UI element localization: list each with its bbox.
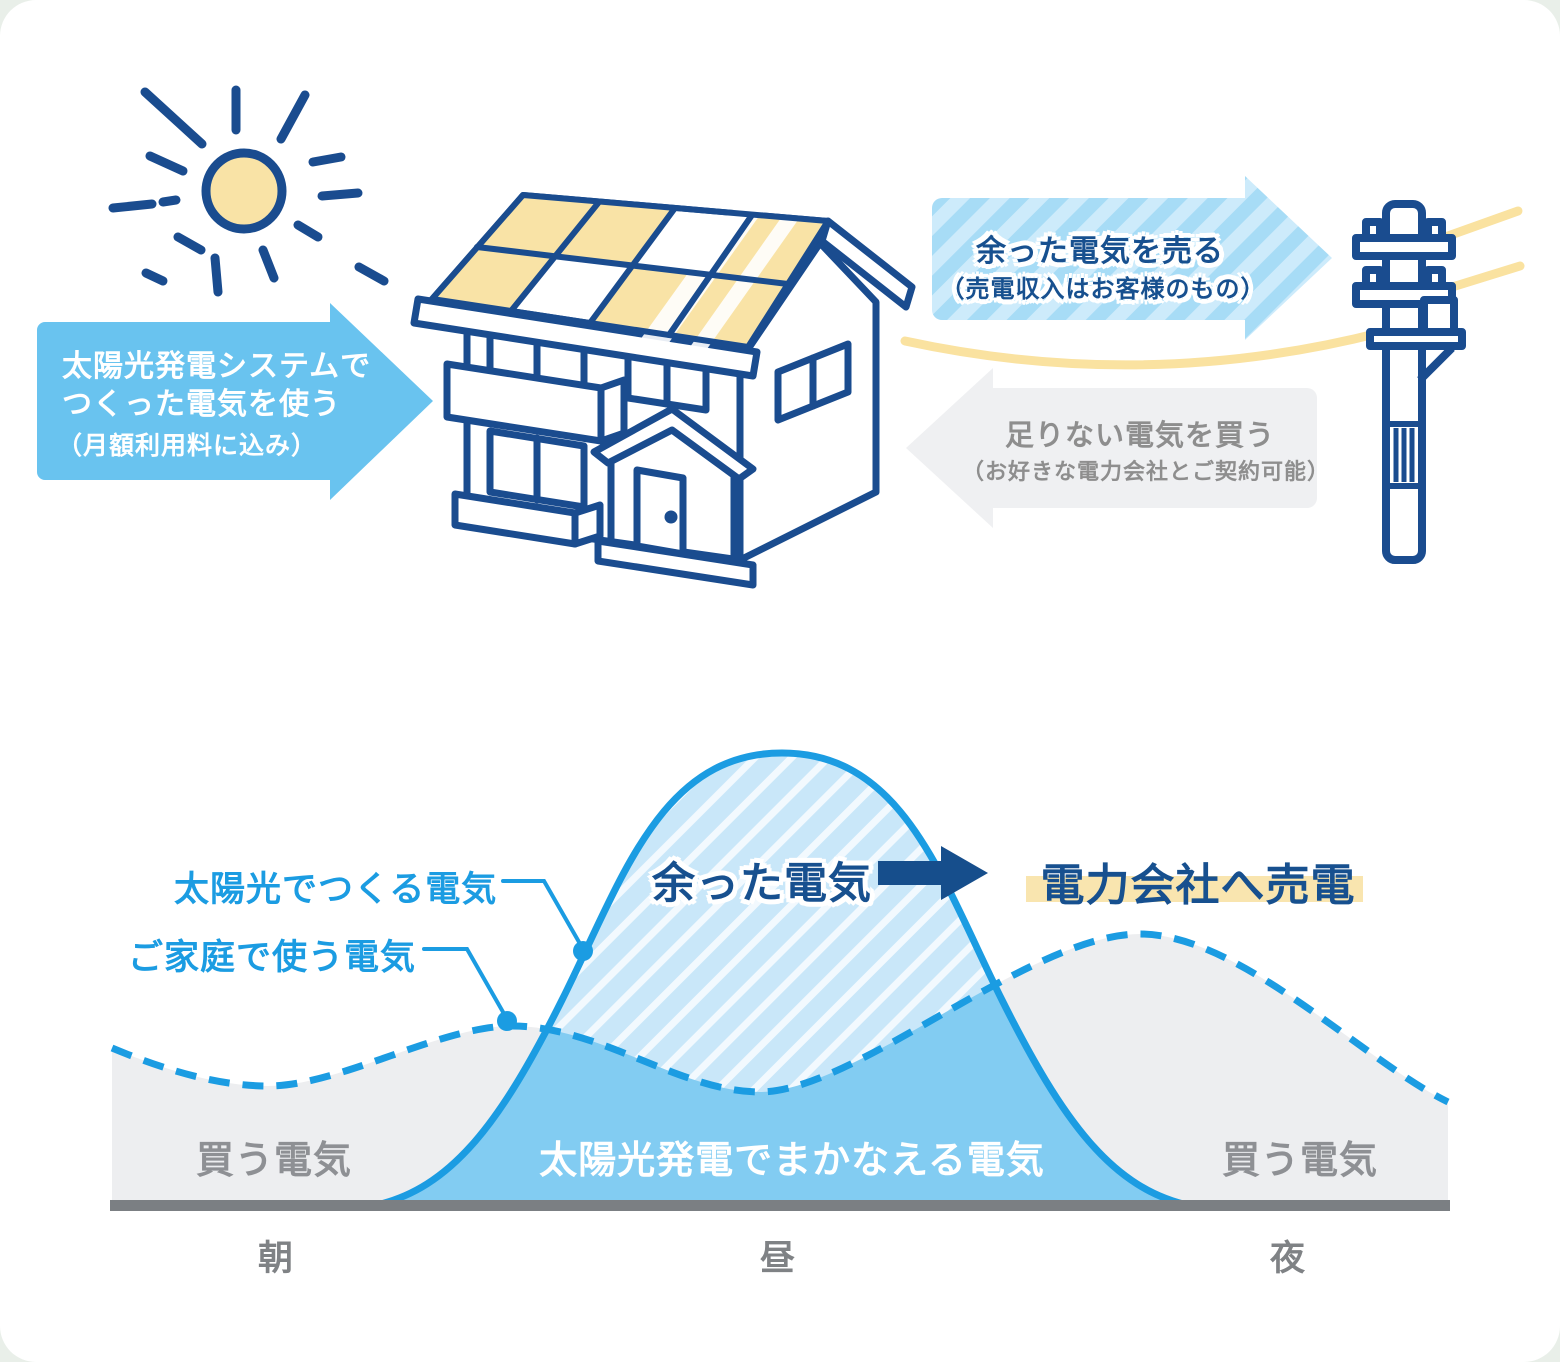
axis-label-morning: 朝 (257, 1239, 295, 1278)
buy-arrow-label: 足りない電気を買う (1004, 420, 1276, 452)
sell-to-label: 電力会社へ売電 (1040, 861, 1356, 910)
buy-area (112, 934, 1448, 1206)
sell-arrow-label: 余った電気を売る (976, 235, 1224, 268)
axis-label-night: 夜 (1269, 1239, 1307, 1278)
house-solar-icon (410, 192, 916, 589)
axis-label-noon: 昼 (759, 1239, 797, 1278)
buy-arrow (906, 368, 1317, 528)
use-arrow (37, 303, 433, 500)
solar-panels (429, 192, 831, 350)
legend-household-label: ご家庭で使う電気 (128, 938, 417, 977)
solar-curve-dot (573, 941, 593, 961)
buy-left-label: 買う電気 (195, 1140, 353, 1182)
sell-highlight (1026, 876, 1363, 902)
surplus-label: 余った電気 (652, 860, 872, 908)
use-arrow-note: （月額利用料に込み） (57, 432, 318, 460)
legend-callouts (422, 879, 585, 1021)
surplus-arrow-icon (878, 846, 988, 900)
buy-right-label: 買う電気 (1221, 1140, 1379, 1182)
utility-pole-icon (1352, 200, 1466, 564)
household-curve-dot (497, 1011, 517, 1031)
sell-arrow (932, 176, 1332, 340)
use-arrow-line2: つくった電気を使う (62, 388, 341, 421)
legend-solar-label: 太陽光でつくる電気 (174, 870, 498, 909)
sell-arrow-note: （売電収入はお客様のもの） (940, 276, 1266, 303)
buy-arrow-note: （お好きな電力会社とご契約可能） (961, 459, 1331, 484)
electricity-chart (110, 749, 1450, 1211)
household-curve (110, 930, 1450, 1106)
use-arrow-line1: 太陽光発電システムで (62, 350, 372, 383)
sun-icon (108, 85, 389, 297)
x-axis (110, 1200, 1450, 1211)
covered-label: 太陽光発電でまかなえる電気 (539, 1140, 1045, 1182)
solar-curve (368, 749, 1196, 1210)
